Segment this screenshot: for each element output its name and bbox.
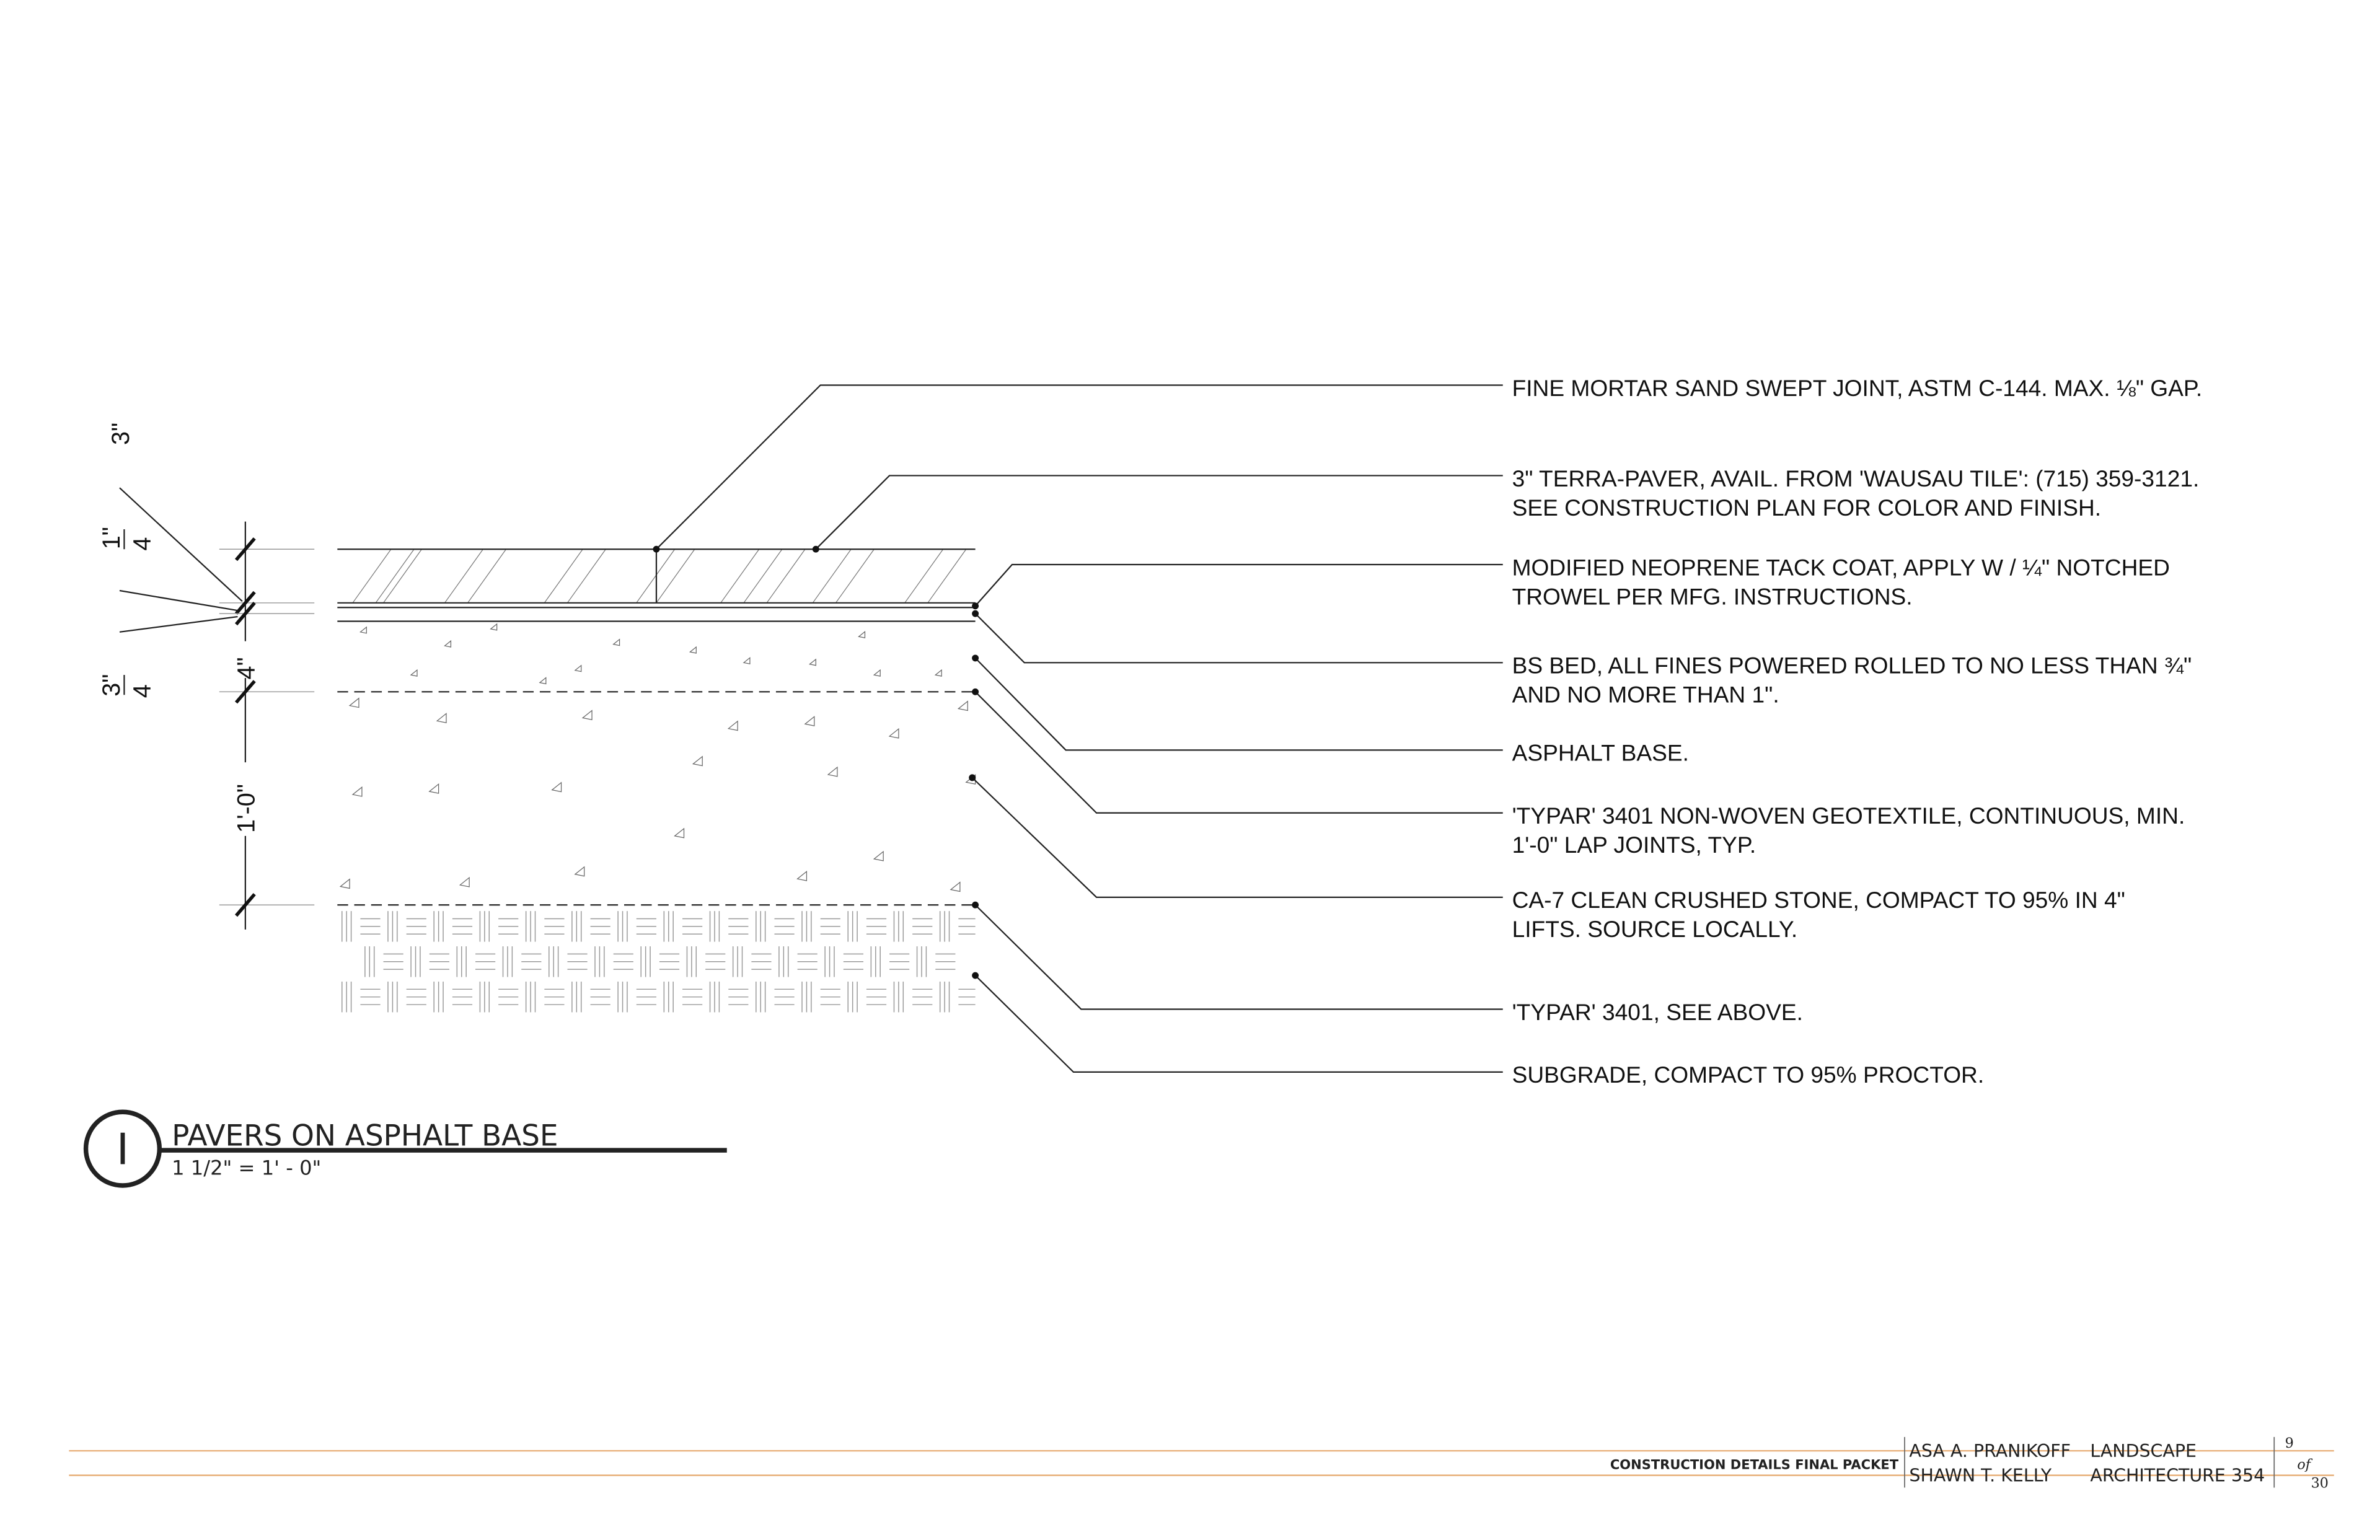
course-line-2: ARCHITECTURE 354 bbox=[2090, 1466, 2265, 1486]
leader-line bbox=[974, 691, 1503, 814]
leader-dot bbox=[653, 545, 660, 553]
leader-dot bbox=[972, 654, 979, 662]
callout-text: SEE CONSTRUCTION PLAN FOR COLOR AND FINI… bbox=[1512, 495, 2102, 521]
detail-title: I PAVERS ON ASPHALT BASE 1 1/2" = 1' - 0… bbox=[83, 1109, 727, 1188]
leader-line bbox=[656, 384, 1503, 550]
callout: SUBGRADE, COMPACT TO 95% PROCTOR. bbox=[972, 972, 1984, 1088]
sheet-number: 9 bbox=[2285, 1435, 2294, 1451]
author-1: ASA A. PRANIKOFF bbox=[1909, 1441, 2071, 1461]
leader-line bbox=[971, 777, 1503, 898]
callout-notes: FINE MORTAR SAND SWEPT JOINT, ASTM C-144… bbox=[653, 375, 2203, 1088]
title-block: CONSTRUCTION DETAILS FINAL PACKET ASA A.… bbox=[69, 1435, 2334, 1491]
callout-text: FINE MORTAR SAND SWEPT JOINT, ASTM C-144… bbox=[1512, 375, 2203, 401]
course-line-1: LANDSCAPE bbox=[2090, 1441, 2197, 1461]
callout-text: TROWEL PER MFG. INSTRUCTIONS. bbox=[1512, 583, 1913, 609]
dim-stone: 1'-0" bbox=[233, 784, 260, 833]
callout-text: 3" TERRA-PAVER, AVAIL. FROM 'WAUSAU TILE… bbox=[1512, 465, 2200, 491]
callout-text: 1'-0" LAP JOINTS, TYP. bbox=[1512, 832, 1756, 858]
callout-text: BS BED, ALL FINES POWERED ROLLED TO NO L… bbox=[1512, 653, 2192, 679]
packet-title: CONSTRUCTION DETAILS FINAL PACKET bbox=[1610, 1457, 1899, 1472]
author-2: SHAWN T. KELLY bbox=[1909, 1466, 2052, 1486]
dimension-string: 3" 1" 4 3" 4 4" 1'-0" bbox=[98, 423, 315, 930]
section-drawing bbox=[337, 548, 976, 1013]
callout-text: AND NO MORE THAN 1". bbox=[1512, 682, 1779, 708]
callout-text: CA-7 CLEAN CRUSHED STONE, COMPACT TO 95%… bbox=[1512, 887, 2125, 913]
paver-hatch bbox=[352, 548, 967, 604]
callout-text: 'TYPAR' 3401 NON-WOVEN GEOTEXTILE, CONTI… bbox=[1512, 803, 2185, 829]
callout: CA-7 CLEAN CRUSHED STONE, COMPACT TO 95%… bbox=[969, 774, 2125, 942]
dim-tack-denominator: 4 bbox=[128, 537, 156, 551]
leader-line bbox=[974, 563, 1503, 607]
leader-dot bbox=[972, 901, 979, 909]
aggregate-pattern bbox=[339, 623, 976, 892]
detail-scale: 1 1/2" = 1' - 0" bbox=[172, 1156, 321, 1180]
leader-line bbox=[974, 658, 1503, 751]
detail-number: I bbox=[117, 1125, 129, 1174]
callout: BS BED, ALL FINES POWERED ROLLED TO NO L… bbox=[972, 610, 2192, 708]
detail-title-text: PAVERS ON ASPHALT BASE bbox=[172, 1119, 558, 1153]
dim-bed-denominator: 4 bbox=[128, 684, 156, 698]
callout: 'TYPAR' 3401 NON-WOVEN GEOTEXTILE, CONTI… bbox=[972, 688, 2185, 858]
leader-dot bbox=[812, 545, 819, 553]
dim-bed-numerator: 3" bbox=[98, 674, 125, 697]
dim-paver: 3" bbox=[107, 423, 134, 445]
leader-line bbox=[974, 975, 1503, 1073]
callout-text: 'TYPAR' 3401, SEE ABOVE. bbox=[1512, 999, 1803, 1025]
leader-dot bbox=[972, 602, 979, 610]
callout: ASPHALT BASE. bbox=[972, 654, 1689, 766]
leader-dot bbox=[972, 972, 979, 979]
callout: 'TYPAR' 3401, SEE ABOVE. bbox=[972, 901, 1803, 1025]
leader-line bbox=[815, 475, 1503, 550]
dim-tack-numerator: 1" bbox=[98, 527, 125, 549]
leader-dot bbox=[972, 688, 979, 695]
sheet-of: of bbox=[2297, 1457, 2312, 1473]
sheet-total: 30 bbox=[2311, 1475, 2329, 1491]
callout: 3" TERRA-PAVER, AVAIL. FROM 'WAUSAU TILE… bbox=[812, 465, 2200, 553]
subgrade-pattern bbox=[342, 911, 976, 1013]
callout: MODIFIED NEOPRENE TACK COAT, APPLY W / ¼… bbox=[972, 554, 2170, 609]
callout: FINE MORTAR SAND SWEPT JOINT, ASTM C-144… bbox=[653, 375, 2203, 553]
leader-dot bbox=[969, 774, 976, 781]
callout-text: ASPHALT BASE. bbox=[1512, 740, 1689, 766]
leader-line bbox=[974, 904, 1503, 1010]
leader-line bbox=[974, 613, 1503, 664]
leader-dot bbox=[972, 610, 979, 617]
dim-asphalt: 4" bbox=[233, 657, 260, 679]
callout-text: MODIFIED NEOPRENE TACK COAT, APPLY W / ¼… bbox=[1512, 554, 2170, 580]
callout-text: LIFTS. SOURCE LOCALLY. bbox=[1512, 916, 1798, 942]
callout-text: SUBGRADE, COMPACT TO 95% PROCTOR. bbox=[1512, 1062, 1985, 1088]
